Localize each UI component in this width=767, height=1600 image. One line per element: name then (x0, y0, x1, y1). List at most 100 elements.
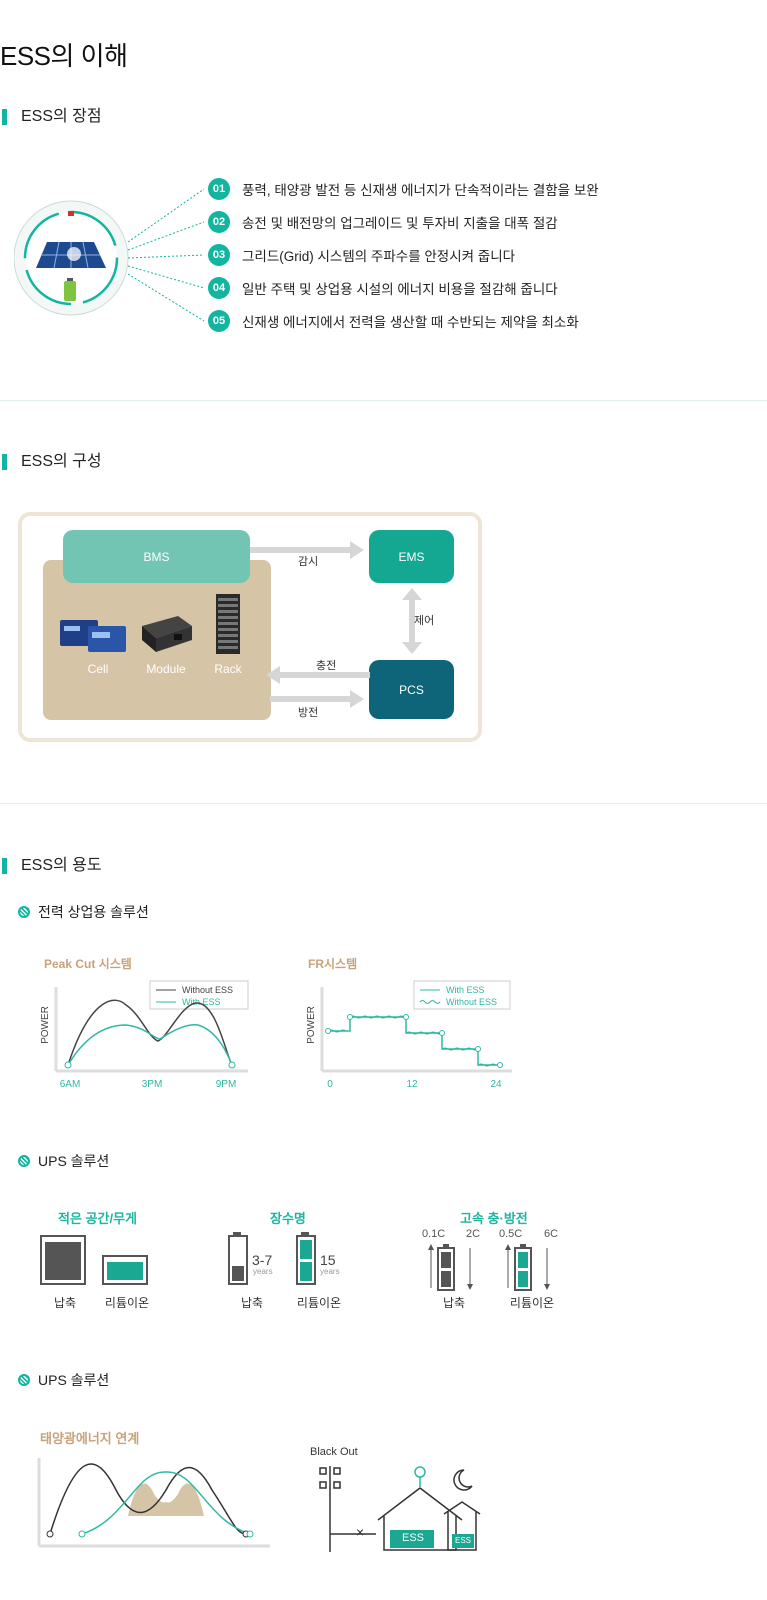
section-title-advantages: ESS의 장점 (2, 109, 102, 125)
ess-label-large: ESS (401, 1532, 424, 1544)
life-lithium-value: 15 (320, 1252, 336, 1268)
peak-cut-title: Peak Cut 시스템 (44, 957, 132, 971)
space-label-lithium: 리튬이온 (104, 1296, 150, 1310)
fr-tick: 12 (406, 1079, 418, 1090)
peak-ylabel: POWER (40, 1006, 51, 1044)
life-title: 장수명 (270, 1211, 306, 1226)
fast-illustration (428, 1244, 550, 1291)
fr-chart: POWER With ESS Without ESS 0 12 24 (306, 980, 512, 1090)
peak-legend-without: Without ESS (182, 985, 233, 995)
bulb-icon (414, 1466, 426, 1478)
fast-rate: 6C (544, 1228, 559, 1240)
blackout-title: Black Out (310, 1446, 358, 1458)
battery-cap-icon (68, 211, 74, 216)
fr-line-with (328, 1016, 500, 1066)
bullet-icon (18, 1155, 30, 1167)
section-divider (0, 803, 767, 804)
fr-legend-without: Without ESS (446, 997, 497, 1007)
ess-battery-large (390, 1530, 434, 1548)
peak-cut-chart: POWER Without ESS With ESS 6AM 3PM 9PM (40, 980, 249, 1090)
fast-rate: 2C (466, 1228, 481, 1240)
life-lithium-unit: years (320, 1267, 340, 1276)
life-label-lithium: 리튬이온 (296, 1296, 342, 1310)
fr-legend-with: With ESS (446, 985, 485, 995)
composition-arrows (250, 541, 370, 708)
ess-circle-illustration (14, 188, 205, 322)
section-divider (0, 400, 767, 401)
advantage-text: 풍력, 태양광 발전 등 신재생 에너지가 단속적이라는 결함을 보완 (242, 183, 599, 198)
advantage-item: 04 일반 주택 및 상업용 시설의 에너지 비용을 절감해 줍니다 (208, 277, 558, 299)
advantage-item: 05 신재생 에너지에서 전력을 생산할 때 수반되는 제약을 최소화 (208, 310, 579, 332)
life-label-lead: 납축 (240, 1296, 264, 1310)
control-label: 제어 (414, 615, 435, 627)
space-title: 적은 공간/무게 (58, 1211, 137, 1226)
solar-area (128, 1483, 204, 1516)
peak-tick: 3PM (142, 1079, 163, 1090)
advantage-text: 일반 주택 및 상업용 시설의 에너지 비용을 절감해 줍니다 (242, 282, 558, 297)
advantage-text: 송전 및 배전망의 업그레이드 및 투자비 지출을 대폭 절감 (242, 216, 558, 231)
section-title-composition: ESS의 구성 (2, 454, 102, 470)
fast-label-lead: 납축 (442, 1296, 466, 1310)
advantage-item: 03 그리드(Grid) 시스템의 주파수를 안정시켜 줍니다 (208, 244, 515, 266)
peak-tick: 9PM (216, 1079, 237, 1090)
fast-label-lithium: 리튬이온 (509, 1296, 555, 1310)
charge-label: 충전 (316, 660, 337, 672)
monitor-label: 감시 (298, 556, 319, 568)
battery-icon (64, 281, 76, 301)
advantage-number: 01 (208, 178, 230, 200)
ess-label-small: ESS (454, 1536, 471, 1545)
rack-label: Rack (214, 662, 242, 676)
life-lead-value: 3-7 (252, 1252, 273, 1268)
solar-chart (37, 1458, 270, 1548)
bullet-icon (18, 906, 30, 918)
blackout-x-mark: × (356, 1524, 365, 1540)
page-title: ESS의 이해 (0, 41, 128, 71)
advantage-number: 02 (208, 211, 230, 233)
peak-legend-with: With ESS (182, 997, 221, 1007)
subsection-title-text: 전력 상업용 솔루션 (38, 904, 149, 920)
bms-box: BMS (63, 530, 250, 583)
fr-line-without (327, 1015, 497, 1067)
advantage-number: 03 (208, 244, 230, 266)
control-arrow (402, 588, 422, 654)
ess-battery-small (452, 1534, 474, 1548)
section-title-uses: ESS의 용도 (2, 858, 102, 874)
cell-label: Cell (87, 662, 109, 676)
life-lead-unit: years (253, 1267, 273, 1276)
subsection-title-power: 전력 상업용 솔루션 (18, 904, 149, 920)
rack-image (216, 594, 240, 654)
subsection-title-text: UPS 솔루션 (38, 1153, 110, 1169)
peak-line-with (67, 1024, 233, 1066)
module-image (142, 616, 192, 652)
moon-icon (453, 1469, 473, 1491)
advantage-text: 그리드(Grid) 시스템의 주파수를 안정시켜 줍니다 (242, 249, 516, 264)
pcs-box: PCS (369, 660, 454, 719)
fast-rate: 0.5C (499, 1228, 523, 1240)
fr-tick: 0 (327, 1079, 333, 1090)
house-icon (377, 1487, 463, 1521)
advantage-number: 04 (208, 277, 230, 299)
fr-tick: 24 (490, 1079, 502, 1090)
subsection-title-text: UPS 솔루션 (38, 1372, 110, 1388)
advantage-number: 05 (208, 310, 230, 332)
peak-line-without (67, 999, 233, 1066)
discharge-label: 방전 (298, 707, 319, 719)
blackout-illustration (319, 1466, 481, 1552)
subsection-title-ups-2: UPS 솔루션 (18, 1372, 109, 1388)
fr-title: FR시스템 (308, 957, 358, 971)
fast-title: 고속 충·방전 (460, 1211, 528, 1226)
cell-image (60, 620, 126, 652)
ems-box: EMS (369, 530, 454, 583)
life-illustration (228, 1232, 316, 1285)
subsection-title-ups: UPS 솔루션 (18, 1153, 109, 1169)
peak-tick: 6AM (60, 1079, 81, 1090)
space-label-lead: 납축 (53, 1296, 77, 1310)
fast-rate: 0.1C (422, 1228, 446, 1240)
module-label: Module (146, 662, 186, 676)
space-illustration (40, 1235, 148, 1285)
demand-line (49, 1463, 247, 1535)
advantage-text: 신재생 에너지에서 전력을 생산할 때 수반되는 제약을 최소화 (242, 315, 579, 330)
advantage-item: 02 송전 및 배전망의 업그레이드 및 투자비 지출을 대폭 절감 (208, 211, 558, 233)
bullet-icon (18, 1374, 30, 1386)
solar-line (81, 1471, 251, 1535)
